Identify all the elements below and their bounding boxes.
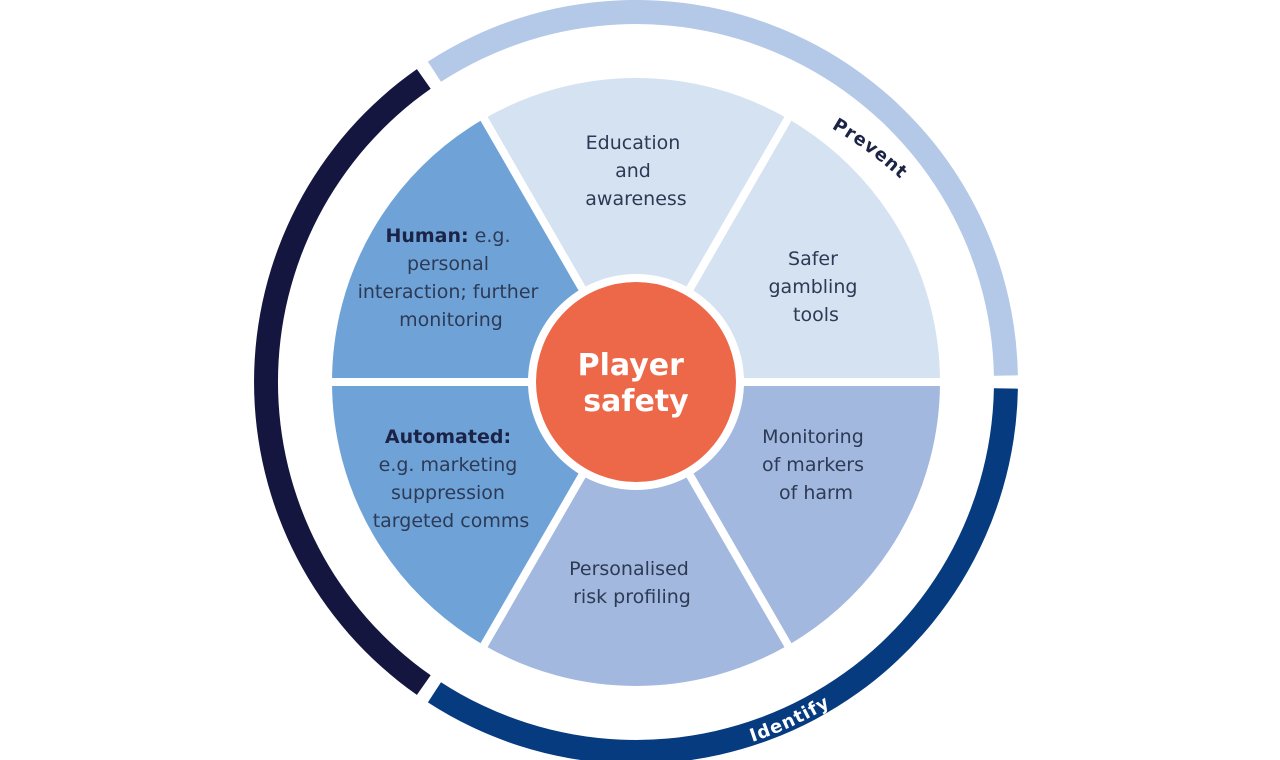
segment-label-risk-profiling: Personalised risk profiling xyxy=(569,558,695,608)
ring-label-act: Act xyxy=(219,361,240,398)
center-circle xyxy=(528,274,744,490)
ring-segment-identify xyxy=(427,388,1018,760)
segment-education-awareness xyxy=(478,70,794,386)
segment-label-education: Education and awareness xyxy=(585,132,686,210)
segment-labels: Education and awareness Safer gambling t… xyxy=(358,132,870,608)
segment-risk-profiling xyxy=(478,378,794,694)
ring-segment-act xyxy=(254,69,431,695)
center-hub: Player safety xyxy=(528,274,744,490)
segment-label-safer-gambling: Safer gambling tools xyxy=(769,248,864,326)
ring-segment-prevent xyxy=(427,0,1018,376)
segment-label-automated: Automated: e.g. marketing suppression ta… xyxy=(373,426,530,532)
segment-label-human: Human: e.g. personal interaction; furthe… xyxy=(358,225,545,331)
center-label: Player safety xyxy=(578,348,695,419)
segment-label-monitoring: Monitoring of markers of harm xyxy=(762,426,870,504)
